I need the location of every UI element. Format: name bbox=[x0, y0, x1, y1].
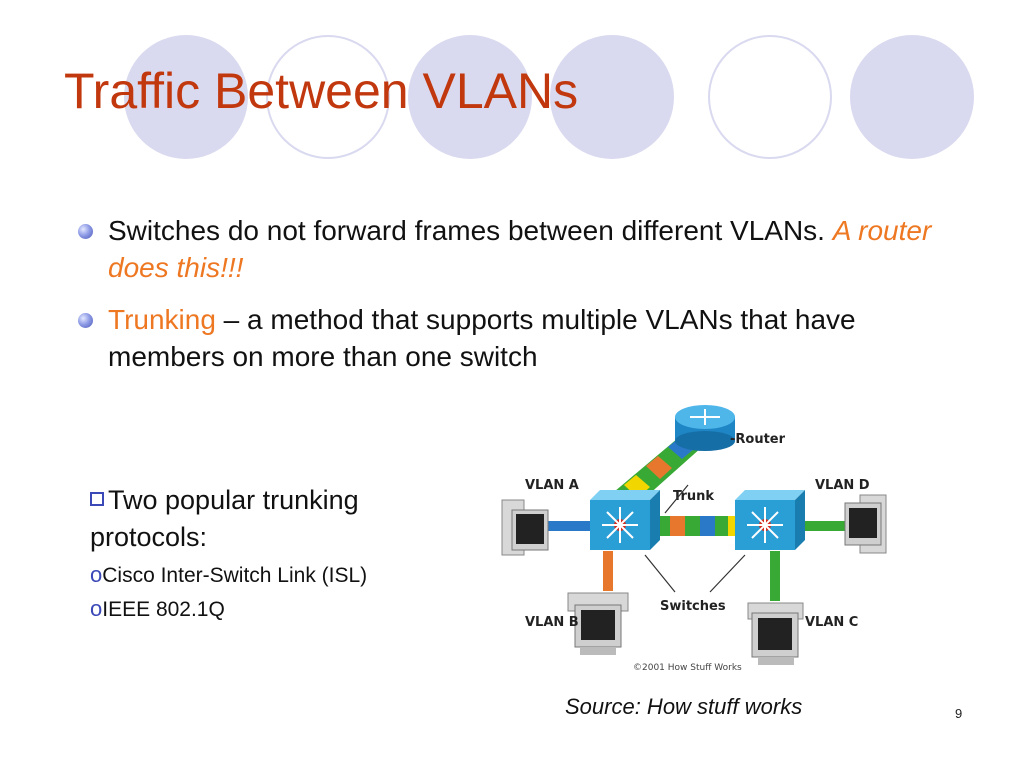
computer-icon bbox=[844, 494, 887, 554]
decor-circle bbox=[850, 35, 974, 159]
computer-icon bbox=[501, 499, 549, 556]
vlan-a-label: VLAN A bbox=[525, 478, 579, 493]
decor-circle bbox=[708, 35, 832, 159]
vlan-d-label: VLAN D bbox=[815, 478, 870, 493]
link-vlan-b bbox=[603, 551, 613, 591]
page-number: 9 bbox=[955, 706, 963, 721]
diagram-copyright: ©2001 How Stuff Works bbox=[633, 663, 742, 673]
link-vlan-c bbox=[770, 551, 780, 601]
decor-circle bbox=[266, 35, 390, 159]
switch-icon bbox=[590, 490, 660, 550]
bullet-item: Switches do not forward frames between d… bbox=[72, 212, 972, 286]
sub-item-text: IEEE 802.1Q bbox=[102, 598, 225, 621]
sub-heading: Two popular trunking protocols: bbox=[90, 485, 359, 552]
vlan-trunking-diagram: -Router Trunk Switches bbox=[501, 405, 887, 673]
bullet-highlight: A router does this!!! bbox=[108, 215, 932, 283]
sub-bullet-marker: o bbox=[90, 596, 103, 621]
bullet-highlight: Trunking bbox=[108, 304, 216, 335]
checkbox-icon bbox=[90, 492, 104, 506]
switch-icon bbox=[735, 490, 805, 550]
trunk-label: Trunk bbox=[673, 489, 714, 504]
computer-icon bbox=[747, 602, 804, 665]
decorative-circles bbox=[124, 35, 974, 159]
source-caption: Source: How stuff works bbox=[565, 694, 803, 719]
slide-title: Traffic Between VLANs bbox=[64, 63, 579, 119]
link-vlan-d bbox=[790, 521, 850, 531]
sub-item-text: Cisco Inter-Switch Link (ISL) bbox=[102, 564, 368, 587]
link-vlan-a bbox=[548, 521, 603, 531]
decor-circle bbox=[550, 35, 674, 159]
decor-circle bbox=[408, 35, 532, 159]
bullet-text: Switches do not forward frames between d… bbox=[108, 215, 833, 246]
bullet-list: Switches do not forward frames between d… bbox=[72, 212, 972, 390]
router-icon bbox=[675, 405, 735, 451]
sub-item: oCisco Inter-Switch Link (ISL) bbox=[90, 560, 470, 590]
bullet-dot-icon bbox=[78, 224, 93, 239]
decor-circle bbox=[124, 35, 248, 159]
computer-icon bbox=[567, 592, 629, 655]
switches-label: Switches bbox=[660, 599, 726, 614]
bullet-item: Trunking – a method that supports multip… bbox=[72, 301, 972, 375]
router-label: -Router bbox=[730, 432, 786, 447]
sub-item: oIEEE 802.1Q bbox=[90, 594, 470, 624]
callout-lines bbox=[644, 484, 746, 593]
sub-bullet-marker: o bbox=[90, 562, 103, 587]
bullet-text: – a method that supports multiple VLANs … bbox=[108, 304, 856, 372]
vlan-c-label: VLAN C bbox=[805, 615, 858, 630]
bullet-dot-icon bbox=[78, 313, 93, 328]
trunking-protocols: Two popular trunking protocols: oCisco I… bbox=[90, 482, 470, 624]
vlan-b-label: VLAN B bbox=[525, 615, 579, 630]
